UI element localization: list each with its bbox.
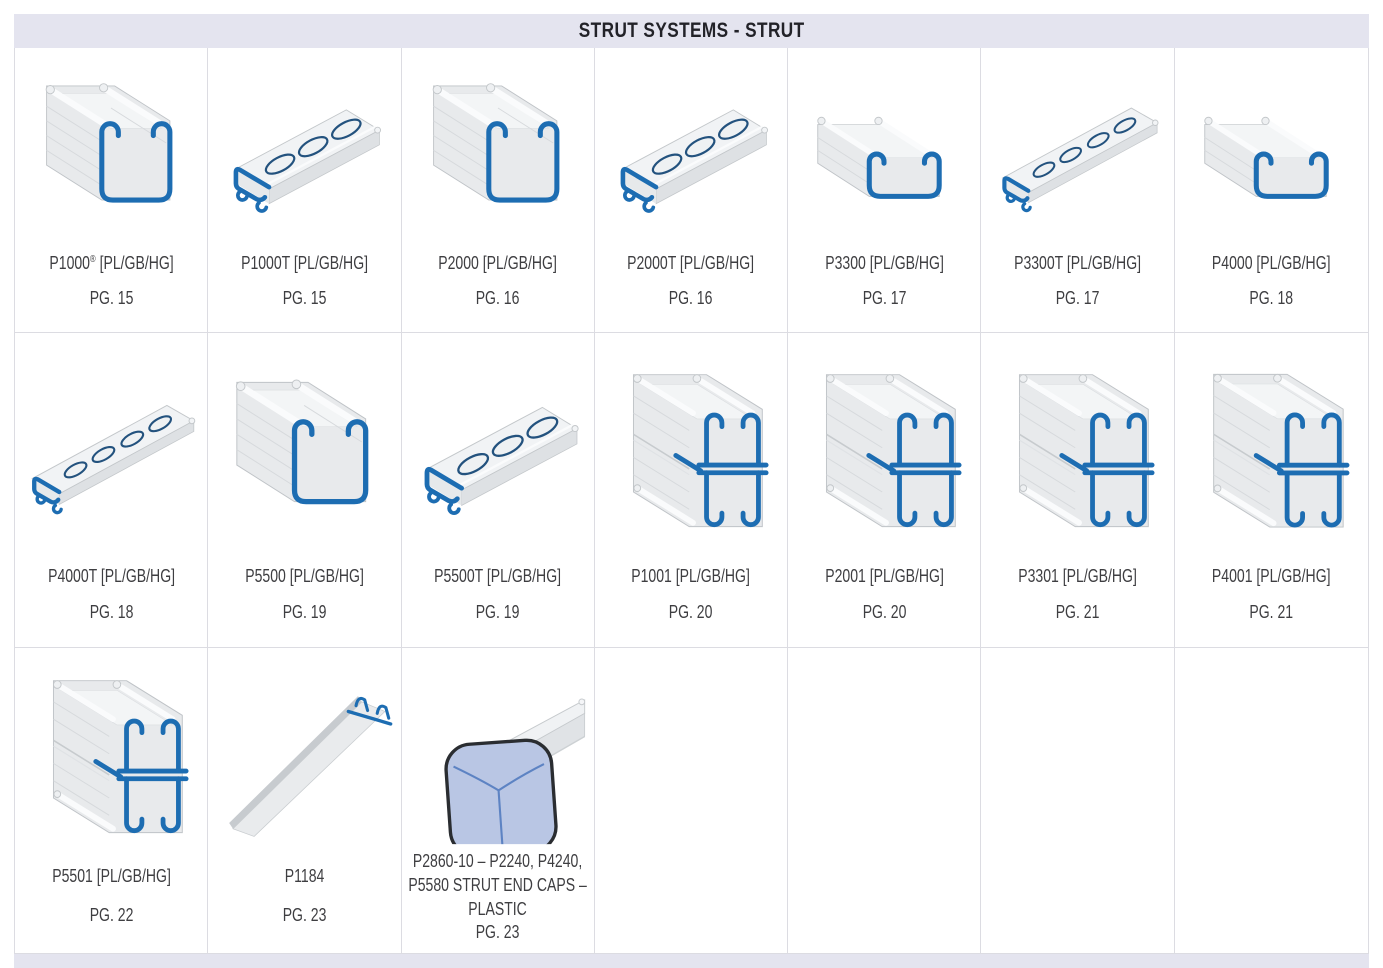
header-band: STRUT SYSTEMS - STRUT	[14, 14, 1369, 48]
product-label: P1000® [PL/GB/HG]	[48, 252, 174, 273]
deep-strut-illustration	[402, 48, 594, 238]
product-page-ref: PG. 21	[1249, 602, 1294, 623]
double-strut-illustration	[981, 333, 1173, 551]
angle-strut-illustration	[208, 648, 400, 848]
deep-strut-illustration	[208, 333, 400, 551]
product-page-ref: PG. 19	[282, 602, 327, 623]
product-label: P4000T [PL/GB/HG]	[47, 566, 175, 587]
product-cell: P2000 [PL/GB/HG] PG. 16	[401, 48, 595, 333]
empty-cell	[595, 648, 789, 953]
product-page-ref: PG. 21	[1055, 602, 1100, 623]
endcap-strut-illustration	[402, 648, 594, 848]
slotted-strut-illustration	[402, 333, 594, 551]
flatslot-strut-illustration	[15, 333, 207, 551]
product-page-ref: PG. 16	[669, 287, 713, 308]
product-cell: P5500T [PL/GB/HG] PG. 19	[401, 333, 595, 648]
page-title: STRUT SYSTEMS - STRUT	[578, 19, 805, 42]
slotted-strut-illustration	[208, 48, 400, 238]
product-label: P4001 [PL/GB/HG]	[1212, 566, 1331, 587]
product-page-ref: PG. 17	[862, 287, 907, 308]
product-cell: P3301 [PL/GB/HG] PG. 21	[981, 333, 1175, 648]
product-page-ref: PG. 17	[1055, 287, 1100, 308]
product-label: P2000 [PL/GB/HG]	[438, 252, 558, 273]
product-cell: P2860-10 – P2240, P4240, P5580 STRUT END…	[402, 648, 595, 953]
product-cell: P4001 [PL/GB/HG] PG. 21	[1174, 333, 1368, 648]
product-cell: P3300 [PL/GB/HG] PG. 17	[788, 48, 982, 333]
empty-cell	[788, 648, 982, 953]
flatslot-strut-illustration	[981, 48, 1173, 238]
double-strut-illustration	[15, 648, 207, 848]
product-cell: P3300T [PL/GB/HG] PG. 17	[981, 48, 1175, 333]
product-page-ref: PG. 18	[89, 602, 133, 623]
product-cell: P4000 [PL/GB/HG] PG. 18	[1174, 48, 1368, 333]
product-label: P5500T [PL/GB/HG]	[434, 566, 562, 587]
deep-strut-illustration	[15, 48, 207, 238]
product-page-ref: PG. 23	[475, 922, 520, 943]
product-label: P3301 [PL/GB/HG]	[1018, 566, 1137, 587]
empty-cell	[981, 648, 1175, 953]
product-label: P2001 [PL/GB/HG]	[824, 566, 944, 587]
empty-area	[1175, 648, 1368, 848]
product-cell: P5500 [PL/GB/HG] PG. 19	[208, 333, 402, 648]
product-label: P3300T [PL/GB/HG]	[1014, 252, 1142, 273]
product-page-ref: PG. 18	[1249, 287, 1294, 308]
empty-area	[981, 648, 1173, 848]
empty-cell	[1175, 648, 1368, 953]
shallow-strut-illustration	[1175, 48, 1368, 238]
product-label: P1001 [PL/GB/HG]	[631, 566, 751, 587]
double-strut-illustration	[788, 333, 980, 551]
footer-band	[14, 954, 1369, 968]
product-page-ref: PG. 19	[475, 602, 520, 623]
slotted-strut-illustration	[595, 48, 787, 238]
double-strut-illustration	[1175, 333, 1368, 551]
product-label: P3300 [PL/GB/HG]	[824, 252, 944, 273]
product-page-ref: PG. 15	[282, 287, 327, 308]
product-label: P5500 [PL/GB/HG]	[245, 566, 364, 587]
product-page-ref: PG. 16	[475, 287, 520, 308]
double-strut-illustration	[595, 333, 787, 551]
empty-area	[788, 648, 980, 848]
product-label: P2860-10 – P2240, P4240, P5580 STRUT END…	[408, 851, 587, 919]
product-cell: P1001 [PL/GB/HG] PG. 20	[594, 333, 789, 648]
product-cell: P4000T [PL/GB/HG] PG. 18	[15, 333, 209, 648]
product-label: P4000 [PL/GB/HG]	[1212, 252, 1331, 273]
product-cell: P1000T [PL/GB/HG] PG. 15	[208, 48, 402, 333]
product-page-ref: PG. 15	[89, 287, 133, 308]
product-page-ref: PG. 20	[862, 602, 907, 623]
registered-trademark: ®	[89, 253, 96, 265]
shallow-strut-illustration	[788, 48, 980, 238]
product-label: P5501 [PL/GB/HG]	[51, 866, 171, 887]
product-label: P2000T [PL/GB/HG]	[627, 252, 755, 273]
product-page-ref: PG. 20	[669, 602, 713, 623]
product-page-ref: PG. 23	[282, 905, 327, 926]
product-page-ref: PG. 22	[89, 905, 133, 926]
product-cell: P1000® [PL/GB/HG] PG. 15	[15, 48, 209, 333]
product-label: P1184	[284, 866, 325, 887]
product-cell: P5501 [PL/GB/HG] PG. 22	[15, 648, 209, 953]
empty-area	[595, 648, 787, 848]
product-label: P1000T [PL/GB/HG]	[240, 252, 368, 273]
product-cell: P2000T [PL/GB/HG] PG. 16	[594, 48, 789, 333]
product-cell: P2001 [PL/GB/HG] PG. 20	[788, 333, 982, 648]
